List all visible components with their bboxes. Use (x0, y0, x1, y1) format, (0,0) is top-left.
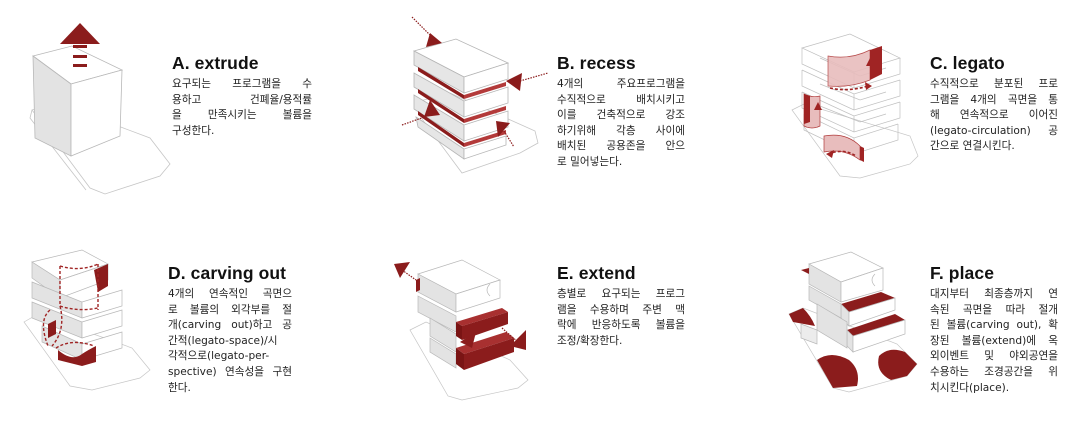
recess-arrows-icon (401, 16, 549, 174)
panel-description: 층별로 요구되는 프로그 램을 수용하며 주변 맥 락에 반응하도록 볼륨을 조… (557, 287, 685, 349)
description-line: 각적으로(legato-per- (168, 350, 270, 363)
description-line: 조정/확장한다. (557, 334, 623, 347)
description-line: (legato-circulation) 공 (930, 124, 1058, 137)
legato-curves-icon (791, 33, 919, 179)
description-line: 치시킨다(place). (930, 381, 1010, 394)
carving-out-icon (23, 249, 151, 391)
panel-description: 수직적으로 분포된 프로 그램을 4개의 곡면을 통 해 연속적으로 이어진 (… (930, 77, 1058, 155)
legato-diagram (790, 33, 930, 188)
description-line: 수용하는 조경공간을 위 (930, 365, 1058, 378)
description-line: 그램을 4개의 곡면을 통 (930, 93, 1058, 106)
description-line: 개(carving out)하고 공 (168, 319, 292, 332)
recess-diagram (400, 15, 550, 195)
panel-description: 대지부터 최종층까지 연 속된 곡면을 따라 절개 된 볼륨(carving o… (930, 287, 1058, 396)
description-line: 간으로 연결시킨다. (930, 140, 1015, 153)
description-line: 하기위해 각층 사이에 (557, 124, 685, 137)
description-line: 구성한다. (172, 124, 215, 137)
description-line: 속된 곡면을 따라 절개 (930, 303, 1058, 316)
description-line: 외이벤트 및 야외공연을 (930, 350, 1058, 363)
description-line: 한다. (168, 381, 191, 394)
panel-description: 4개의 주요프로그램을 수직적으로 배치시키고 이를 건축적으로 강조 하기위해… (557, 77, 685, 171)
panel-description: 요구되는 프로그램을 수 용하고 건폐율/용적률 을 만족시키는 볼륨을 구성한… (172, 77, 312, 139)
description-line: 해 연속적으로 이어진 (930, 109, 1058, 122)
place-landscape-icon (788, 251, 918, 393)
description-line: 램을 수용하며 주변 맥 (557, 303, 685, 316)
description-line: 용하고 건폐율/용적률 (172, 93, 312, 106)
description-line: 된 볼륨(carving out), 확 (930, 319, 1058, 332)
description-line: 대지부터 최종층까지 연 (930, 288, 1058, 300)
description-line: 4개의 연속적인 곡면으 (168, 288, 292, 300)
extrude-diagram (20, 18, 171, 195)
panel-title: B. recess (557, 53, 636, 73)
panel-title: F. place (930, 263, 995, 283)
description-line: 수직적으로 분포된 프로 (930, 78, 1058, 90)
description-line: 4개의 주요프로그램을 (557, 78, 685, 90)
description-line: 수직적으로 배치시키고 (557, 93, 685, 106)
description-line: 로 볼륨의 외각부를 절 (168, 303, 292, 316)
description-line: spective) 연속성을 구현 (168, 365, 292, 378)
description-line: 요구되는 프로그램을 수 (172, 78, 312, 90)
description-line: 을 만족시키는 볼륨을 (172, 109, 312, 122)
description-line: 장된 볼륨(extend)에 옥 (930, 334, 1058, 347)
panel-description: 4개의 연속적인 곡면으 로 볼륨의 외각부를 절 개(carving out)… (168, 287, 292, 396)
description-line: 간적(legato-space)/시 (168, 334, 278, 347)
description-line: 락에 반응하도록 볼륨을 (557, 319, 685, 332)
extend-arrows-icon (394, 259, 529, 401)
description-line: 층별로 요구되는 프로그 (557, 288, 685, 300)
panel-title: E. extend (557, 263, 636, 283)
panel-title: A. extrude (172, 53, 259, 73)
place-diagram (787, 251, 927, 402)
description-line: 로 밀어넣는다. (557, 155, 623, 168)
extend-diagram (390, 252, 540, 402)
description-line: 이를 건축적으로 강조 (557, 109, 685, 122)
carving-out-diagram (22, 249, 152, 400)
panel-title: C. legato (930, 53, 1005, 73)
description-line: 배치된 공용존을 안으 (557, 140, 685, 153)
panel-title: D. carving out (168, 263, 287, 283)
extrude-arrow-icon (29, 23, 171, 195)
